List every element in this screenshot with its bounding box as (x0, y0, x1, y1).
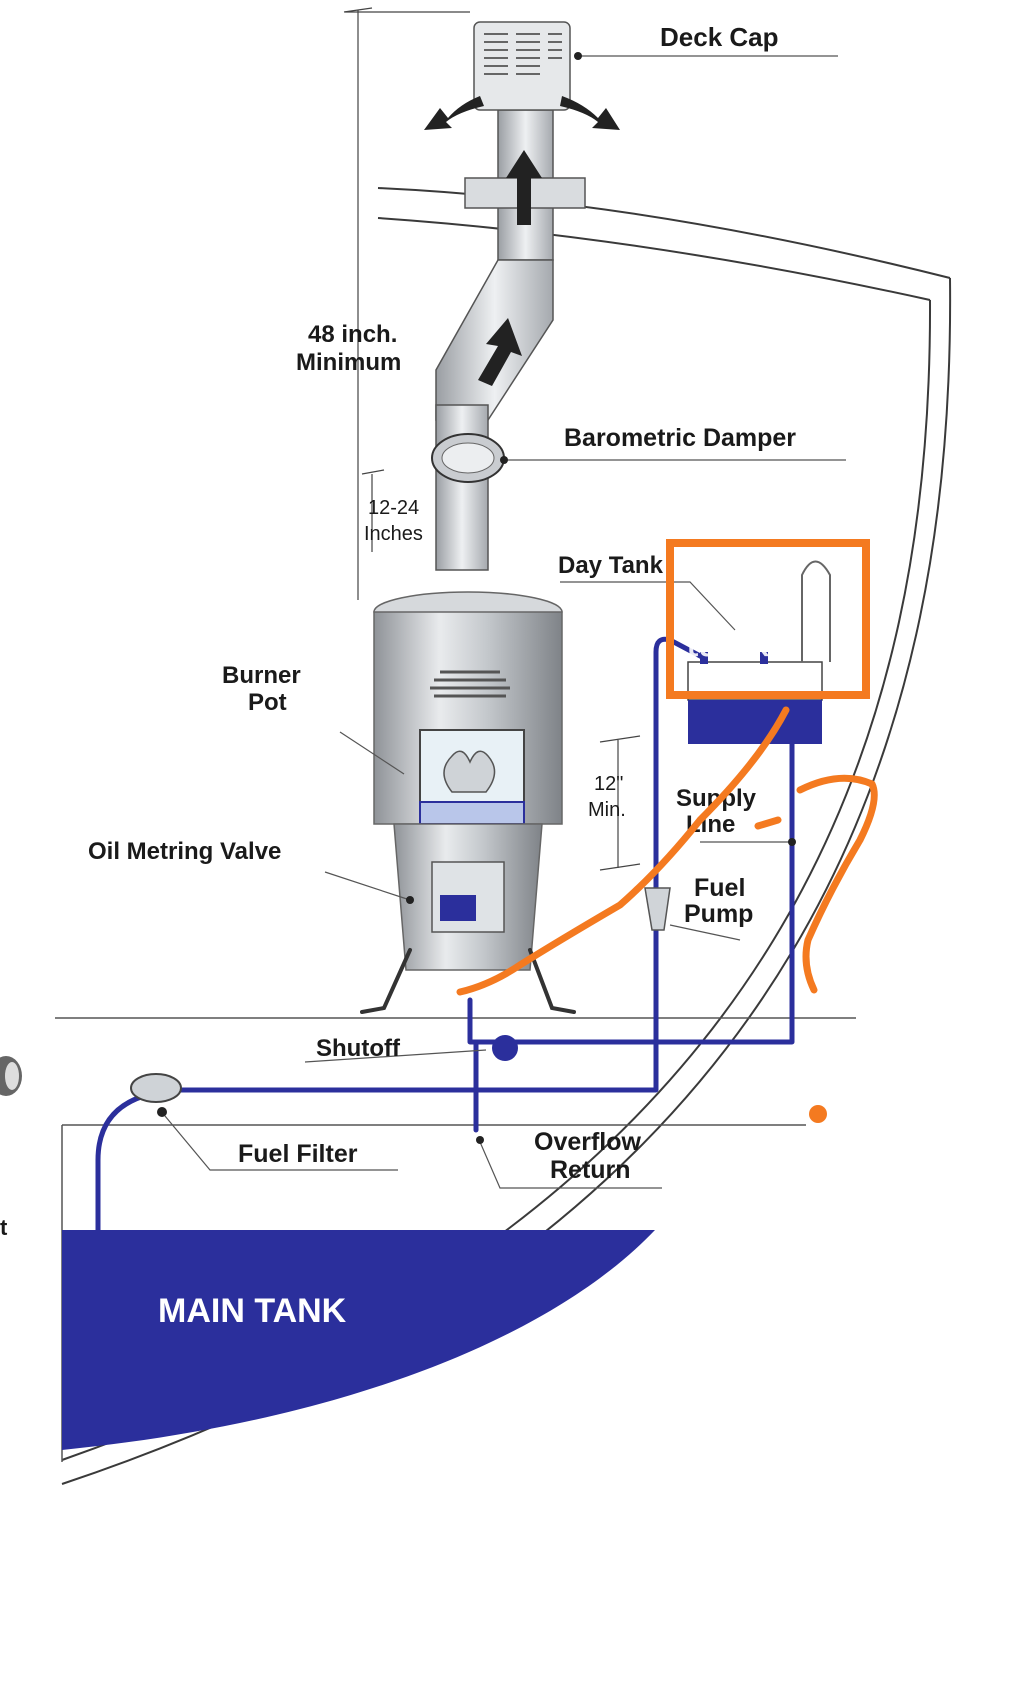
burner-pot-label-2: Pot (248, 689, 287, 716)
main-tank-label: MAIN TANK (158, 1292, 347, 1330)
annotation-scribbles (456, 706, 878, 996)
day-tank-min-dimension (599, 735, 641, 871)
flow-arrows (478, 150, 542, 386)
day-tank-label: Day Tank (558, 552, 664, 579)
overflow-return-label-1: Overflow (534, 1128, 642, 1156)
day-tank-min-label-1: 12" (594, 773, 623, 795)
barometric-damper (431, 433, 505, 483)
shutoff-valve (492, 1035, 518, 1061)
fuel-pump (644, 887, 671, 931)
cropped-edge-letter: t (0, 1215, 8, 1240)
height-dimension-line (343, 7, 470, 600)
leader-lines (164, 55, 846, 1189)
main-tank (62, 1230, 655, 1450)
annotation-tank-text: tank (686, 617, 770, 666)
burner-pot-label-1: Burner (222, 662, 301, 689)
overflow-return-label-2: Return (550, 1156, 631, 1184)
exhaust-arrows (424, 96, 620, 130)
min-height-label-2: Minimum (296, 349, 401, 376)
fuel-pump-label-1: Fuel (694, 874, 745, 902)
deck-cap-label: Deck Cap (660, 22, 779, 52)
spacing-label-2: Inches (364, 523, 423, 545)
annotation-dot (809, 1105, 827, 1123)
cropped-edge-object (0, 1056, 22, 1096)
annotation-highlight-box (666, 539, 870, 699)
shutoff-label: Shutoff (316, 1035, 401, 1062)
day-tank-min-label-2: Min. (588, 799, 626, 821)
deck-cap (473, 21, 571, 111)
min-height-label-1: 48 inch. (308, 321, 397, 348)
leader-dots (406, 52, 796, 1144)
oil-metering-valve-label: Oil Metring Valve (88, 838, 281, 865)
barometric-damper-label: Barometric Damper (564, 424, 796, 452)
spacing-label-1: 12-24 (368, 497, 419, 519)
fuel-pump-label-2: Pump (684, 900, 753, 928)
fuel-filter-label: Fuel Filter (238, 1140, 358, 1168)
stove-body (360, 591, 576, 1014)
fuel-filter (130, 1073, 182, 1117)
